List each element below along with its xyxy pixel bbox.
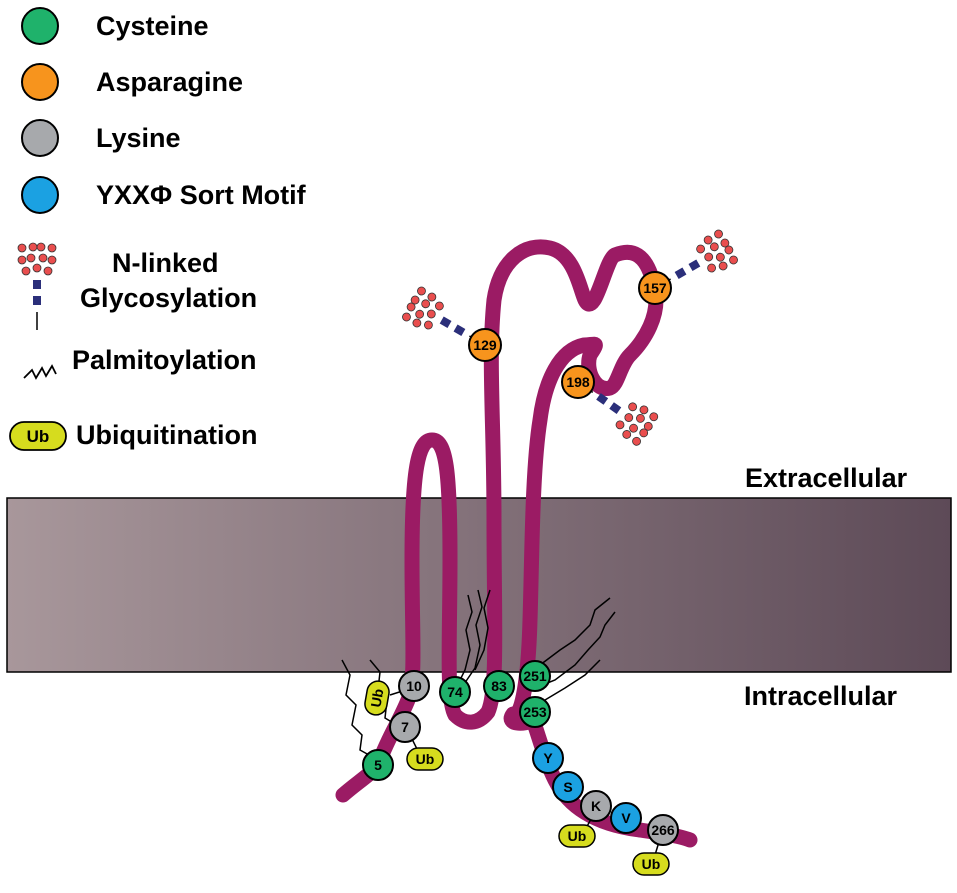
svg-text:Ub: Ub: [416, 751, 435, 767]
ub-badge-lys7: Ub: [406, 747, 444, 771]
svg-text:198: 198: [566, 374, 590, 390]
legend-ubiquitination-label: Ubiquitination: [76, 420, 257, 450]
residue-cysteine-5: 5: [362, 749, 394, 781]
svg-text:S: S: [563, 779, 572, 795]
svg-text:K: K: [591, 798, 601, 814]
svg-text:5: 5: [374, 757, 382, 773]
legend-asparagine-label: Asparagine: [96, 67, 243, 97]
residue-lysine-266: 266: [647, 814, 679, 846]
legend-sort-motif-label: YXXΦ Sort Motif: [96, 180, 307, 210]
legend-asparagine: Asparagine: [21, 63, 243, 101]
svg-text:266: 266: [651, 822, 675, 838]
legend-sort-motif: YXXΦ Sort Motif: [21, 176, 307, 214]
legend-palmitoylation-label: Palmitoylation: [72, 345, 257, 375]
legend-glycosylation-label-line2: Glycosylation: [80, 283, 257, 313]
legend: Cysteine Asparagine Lysine YXXΦ Sort Mot…: [9, 7, 307, 451]
svg-text:10: 10: [406, 678, 422, 694]
legend-glycosylation: N-linked Glycosylation: [17, 242, 257, 331]
svg-text:74: 74: [447, 684, 463, 700]
residue-lysine-10: 10: [398, 670, 430, 702]
svg-text:83: 83: [491, 678, 507, 694]
residue-cysteine-253: 253: [519, 696, 551, 728]
legend-glycosylation-label-line1: N-linked: [112, 248, 219, 278]
residue-motif-y: Y: [532, 742, 564, 774]
cysteine-swatch: [21, 7, 59, 45]
residue-asparagine-129: 129: [468, 328, 502, 362]
legend-cysteine: Cysteine: [21, 7, 209, 45]
svg-text:V: V: [621, 810, 631, 826]
residue-asparagine-157: 157: [638, 271, 672, 305]
svg-text:Ub: Ub: [642, 856, 661, 872]
residue-lysine-7: 7: [389, 711, 421, 743]
ub-badge-lys10: Ub: [364, 680, 390, 716]
svg-text:253: 253: [523, 704, 547, 720]
legend-lysine-label: Lysine: [96, 123, 181, 153]
legend-cysteine-label: Cysteine: [96, 11, 209, 41]
ub-badge-lys266: Ub: [632, 852, 670, 876]
svg-text:157: 157: [643, 280, 667, 296]
svg-text:251: 251: [523, 668, 547, 684]
residue-cysteine-251: 251: [519, 660, 551, 692]
ub-icon-label: Ub: [27, 427, 50, 446]
svg-text:7: 7: [401, 719, 409, 735]
intracellular-label: Intracellular: [744, 681, 898, 711]
asparagine-swatch: [21, 63, 59, 101]
residue-cysteine-83: 83: [483, 670, 515, 702]
residue-cysteine-74: 74: [439, 676, 471, 708]
ub-icon: [9, 421, 67, 451]
glycan-icon: [17, 242, 57, 331]
svg-text:Ub: Ub: [568, 828, 587, 844]
lysine-swatch: [21, 119, 59, 157]
palmitoyl-icon: [23, 364, 57, 380]
residue-motif-v: V: [610, 802, 642, 834]
legend-lysine: Lysine: [21, 119, 181, 157]
sort-motif-swatch: [21, 176, 59, 214]
svg-text:Ub: Ub: [368, 687, 387, 708]
extracellular-label: Extracellular: [745, 463, 908, 493]
membrane-bilayer: [6, 497, 952, 673]
legend-palmitoylation: Palmitoylation: [23, 345, 257, 380]
legend-ubiquitination: Ub Ubiquitination: [9, 420, 257, 451]
svg-text:129: 129: [473, 337, 497, 353]
ub-badge-lysk: Ub: [558, 824, 596, 848]
residue-motif-s: S: [552, 771, 584, 803]
residue-lysine-k: K: [580, 790, 612, 822]
residue-asparagine-198: 198: [561, 365, 595, 399]
svg-text:Y: Y: [543, 750, 553, 766]
